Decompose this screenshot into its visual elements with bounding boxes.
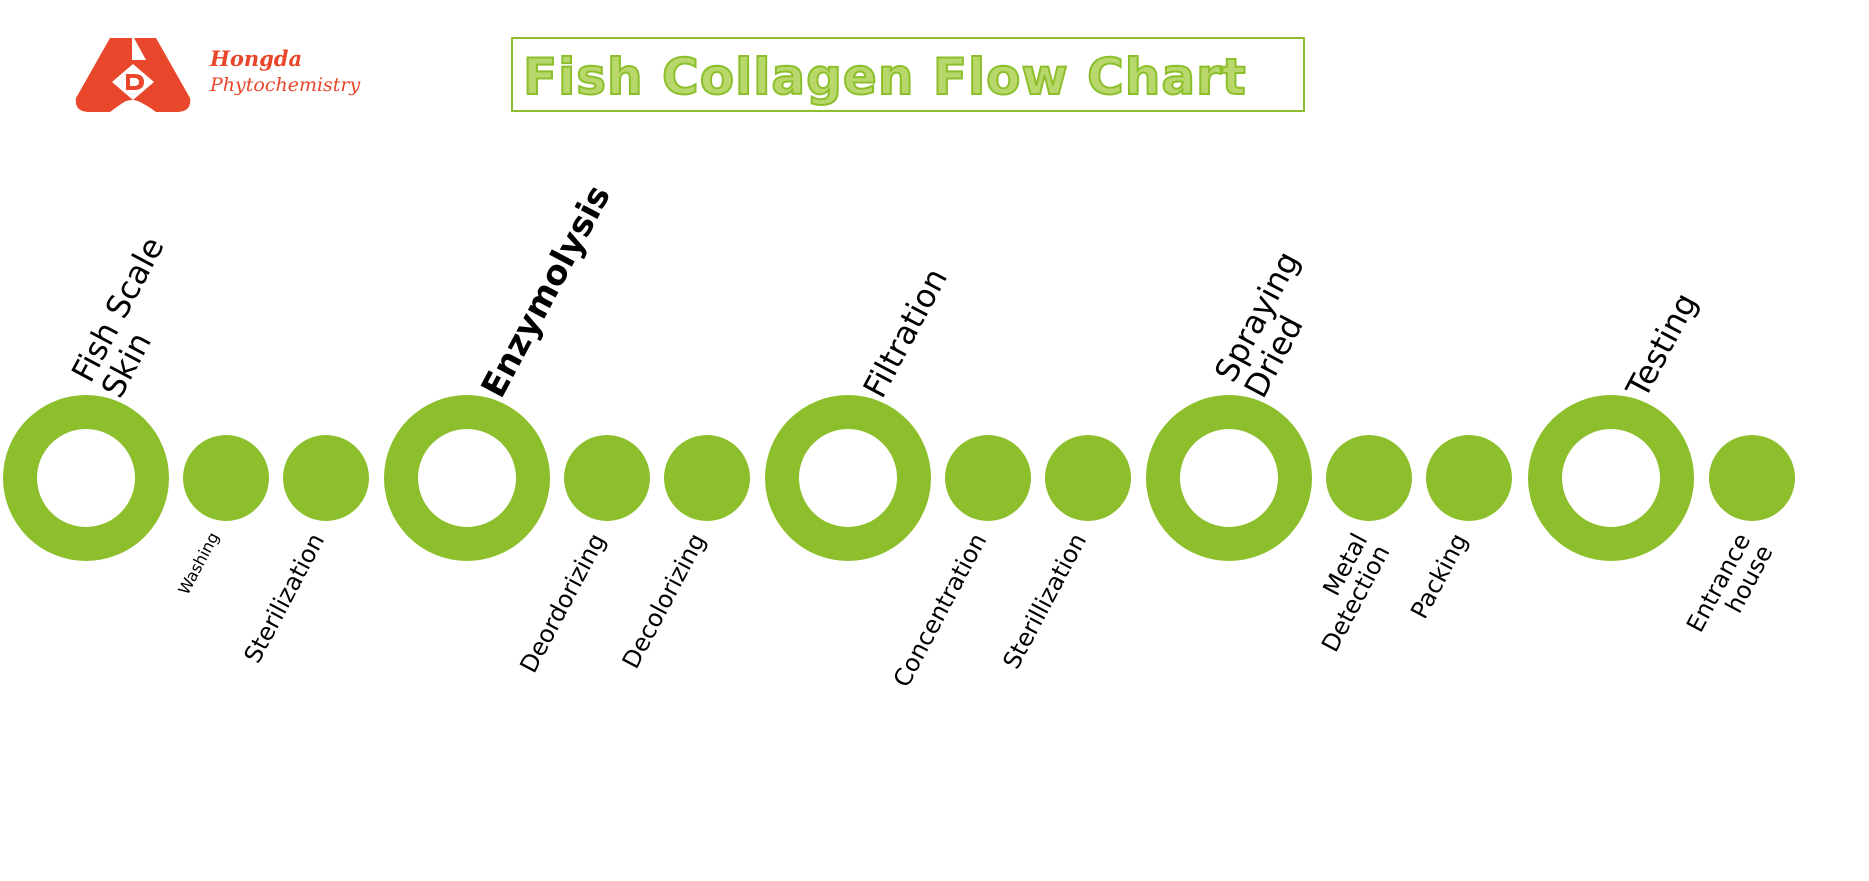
page-title: Fish Collagen Flow Chart (523, 48, 1247, 106)
sub-step-label: Entrancehouse (1681, 529, 1778, 649)
main-step-label: SprayingDried (1207, 245, 1337, 404)
sub-step-dot (945, 435, 1031, 521)
logo-subtitle-text: Phytochemistry (210, 74, 361, 96)
sub-step-dot (564, 435, 650, 521)
main-step-label: Testing (1618, 287, 1705, 405)
sub-step-label: Sterilization (239, 529, 331, 668)
sub-step-dot (1045, 435, 1131, 521)
main-step-ring (384, 395, 550, 561)
main-step-ring (1528, 395, 1694, 561)
main-step-ring (1146, 395, 1312, 561)
sub-step-dot (1709, 435, 1795, 521)
sub-step-label: Deordorizing (514, 529, 611, 678)
sub-step-label: Packing (1405, 529, 1473, 624)
title-graphic: Fish Collagen Flow Chart (522, 47, 1247, 107)
title-box: Fish Collagen Flow Chart (511, 37, 1305, 112)
sub-step-label: Sterillization (997, 529, 1092, 674)
company-logo: Hongda Phytochemistry (74, 36, 374, 116)
main-step-label: Fish ScaleSkin (64, 230, 201, 403)
logo-brand-text: Hongda (210, 46, 303, 71)
sub-step-dot (664, 435, 750, 521)
sub-step-dot (183, 435, 269, 521)
hongda-logo-icon (75, 38, 191, 112)
sub-step-label: MetalDetection (1294, 529, 1396, 657)
sub-step-dot (283, 435, 369, 521)
sub-step-dot (1326, 435, 1412, 521)
sub-step-label: Decolorizing (617, 529, 712, 673)
sub-step-dot (1426, 435, 1512, 521)
sub-step-label: Concentration (888, 529, 992, 692)
main-step-ring (765, 395, 931, 561)
main-step-label: Enzymolysis (474, 179, 619, 404)
main-step-ring (3, 395, 169, 561)
main-step-label: Filtration (856, 262, 955, 404)
sub-step-label: Washing (174, 529, 223, 598)
